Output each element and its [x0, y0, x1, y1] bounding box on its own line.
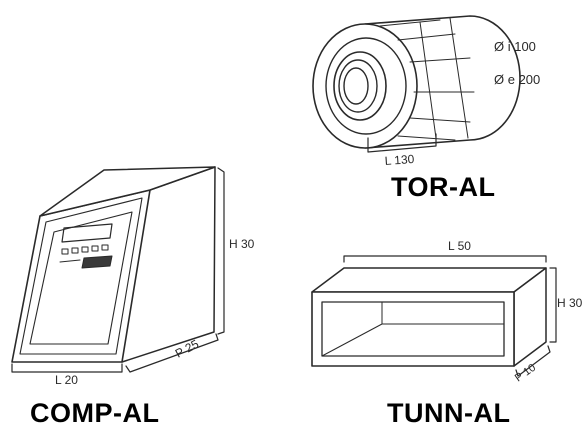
tor-al-cylinder — [312, 15, 521, 153]
tor-inner-hole-ring — [338, 59, 378, 113]
tor-segment-lines — [379, 17, 475, 141]
tunn-top-face — [311, 267, 547, 293]
tunn-inner-depth — [321, 301, 505, 357]
comp-length-dimension — [11, 363, 123, 373]
tor-length-label: L 130 — [384, 152, 415, 168]
comp-height-dimension — [217, 167, 225, 335]
tunn-opening — [321, 301, 505, 357]
tunn-al-title: TUNN-AL — [387, 398, 511, 428]
tor-length-dimension — [367, 133, 437, 153]
tunn-al-tunnel — [311, 255, 557, 377]
comp-panel-frame-inner — [29, 211, 133, 345]
tunn-length-label: L 50 — [448, 239, 471, 253]
comp-buttons — [59, 244, 113, 269]
tor-core-ring — [343, 67, 369, 105]
tor-front-face — [312, 23, 418, 149]
comp-al-title: COMP-AL — [30, 398, 160, 428]
tunn-depth-dimension — [515, 345, 551, 377]
tunn-length-dimension — [343, 255, 547, 263]
tunn-height-label: H 30 — [557, 296, 583, 310]
tor-rim-ring — [325, 37, 407, 135]
tor-outer-hole-ring — [333, 51, 387, 121]
comp-top-face — [39, 166, 216, 217]
comp-length-label: L 20 — [55, 373, 78, 387]
comp-depth-label: P 25 — [173, 337, 201, 361]
comp-al-enclosure — [11, 166, 225, 373]
tor-outer-diameter-label: Ø e 200 — [494, 72, 540, 87]
comp-height-label: H 30 — [229, 237, 255, 251]
tor-cylinder-body — [364, 15, 521, 149]
comp-panel-frame-outer — [19, 197, 143, 355]
tor-al-title: TOR-AL — [391, 172, 496, 202]
tor-inner-diameter-label: Ø i 100 — [494, 39, 536, 54]
comp-display — [61, 223, 113, 243]
tunn-height-dimension — [549, 267, 557, 343]
comp-depth-dimension — [125, 333, 219, 373]
tunn-depth-label: P 10 — [513, 362, 538, 385]
tunn-front-face — [311, 291, 515, 367]
